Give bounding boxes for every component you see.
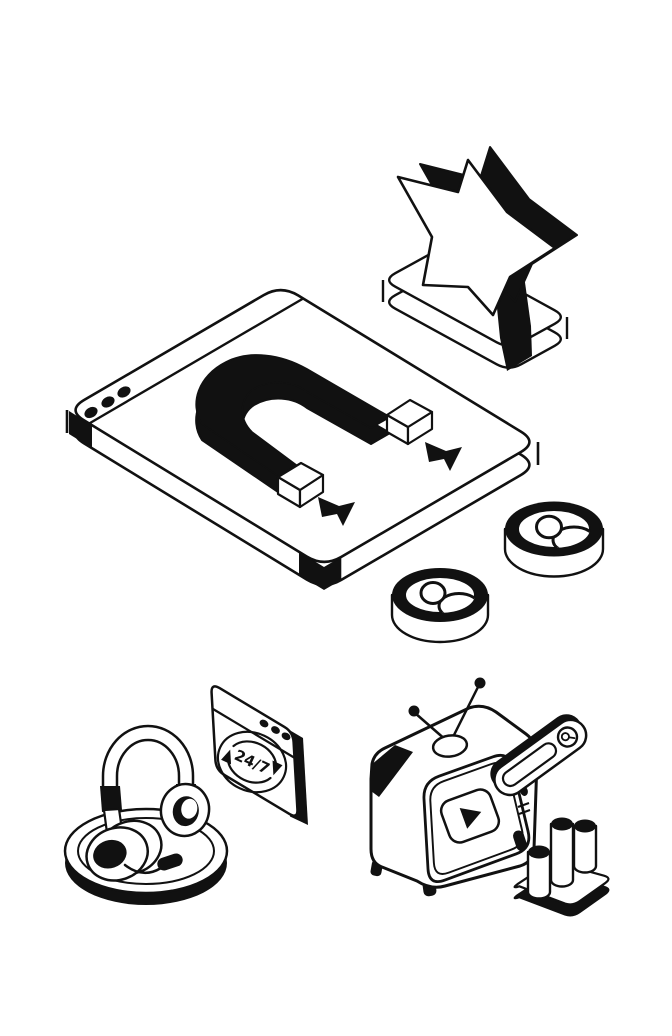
user-coin	[390, 568, 490, 644]
star-trophy	[381, 146, 578, 371]
window-dot-icon	[84, 406, 98, 419]
spark-icon	[318, 497, 355, 526]
window-dot-icon	[259, 719, 269, 728]
refresh-arrowhead	[272, 760, 283, 776]
antenna-dome	[431, 734, 469, 758]
video-tv	[369, 677, 588, 897]
antenna	[450, 684, 481, 740]
refresh-arrowhead	[221, 749, 232, 765]
badge-circle	[216, 730, 288, 794]
magnet-pole-north	[385, 398, 434, 446]
board-top	[74, 288, 531, 564]
stat-cylinders	[513, 817, 610, 917]
magnet-pole-south	[276, 461, 325, 509]
cylinder	[572, 819, 598, 874]
mic-boom	[123, 863, 163, 874]
tv-leg	[513, 830, 528, 851]
antenna-tip	[474, 677, 486, 689]
support-headset	[63, 724, 229, 905]
headband-hinge	[100, 786, 122, 812]
search-icon	[560, 732, 570, 742]
board-corner-black-left	[69, 411, 92, 449]
board-corner-black-bottom	[299, 552, 342, 590]
support-badge-card: 24/7	[210, 685, 308, 825]
window-dot-icon	[101, 396, 115, 408]
star-face	[396, 158, 557, 317]
browser-header-divider	[88, 297, 304, 425]
search-input-slot	[501, 742, 558, 788]
headband	[101, 724, 195, 790]
user-coin	[503, 501, 605, 578]
search-button	[556, 726, 579, 748]
tv-side-stripe	[371, 745, 413, 797]
ear-cup-right	[159, 782, 211, 838]
window-dot-icon	[281, 732, 291, 741]
stand-base-rim	[77, 817, 215, 885]
magnet-icon	[195, 354, 434, 509]
play-icon	[459, 808, 482, 829]
tv-vent-line	[517, 802, 530, 808]
card-face	[210, 685, 299, 817]
search-icon-handle	[568, 736, 576, 740]
search-bar	[490, 714, 588, 797]
magnet-top	[195, 354, 391, 479]
play-button	[439, 788, 501, 844]
refresh-arrow-icon	[226, 757, 272, 784]
spark-icon	[425, 442, 462, 471]
tv-vent-line	[518, 809, 531, 815]
cylinder	[549, 817, 575, 888]
mic-capsule-icon	[157, 853, 183, 871]
ear-cup-left	[85, 819, 163, 882]
cylinder	[526, 845, 552, 900]
window-dot-icon	[117, 386, 131, 398]
antenna-tip	[408, 705, 420, 717]
window-dot-icon	[271, 726, 280, 734]
lead-magnet-board	[65, 288, 540, 590]
refresh-arrow-icon	[232, 740, 278, 769]
